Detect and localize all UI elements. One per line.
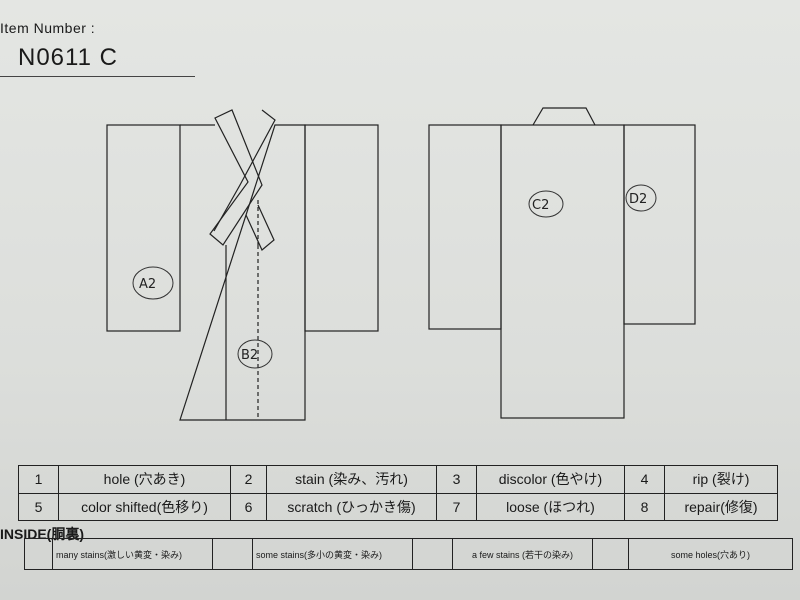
item-number-label: Item Number : [0, 20, 96, 36]
annotation-a2: A2 [139, 277, 156, 292]
front-body [179, 124, 306, 421]
legend-row: 5 color shifted(色移り) 6 scratch (ひっかき傷) 7… [18, 492, 778, 521]
inside-checkbox[interactable] [24, 538, 53, 570]
legend-desc: hole (穴あき) [58, 465, 231, 494]
legend-num: 8 [624, 492, 665, 521]
item-number-value: N0611 C [18, 44, 118, 71]
annotation-circle-c2 [528, 190, 564, 218]
inside-option: many stains(激しい黄変・染み) [52, 538, 213, 570]
legend-num: 5 [18, 492, 59, 521]
annotation-c2: C2 [532, 198, 549, 213]
annotation-circle-a2 [132, 266, 174, 300]
legend-desc: discolor (色やけ) [476, 465, 625, 494]
inside-option: a few stains (若干の染み) [452, 538, 593, 570]
back-collar [532, 107, 596, 126]
legend-num: 1 [18, 465, 59, 494]
legend-desc: rip (裂け) [664, 465, 778, 494]
legend-desc: loose (ほつれ) [476, 492, 625, 521]
inside-checkbox[interactable] [412, 538, 453, 570]
inside-condition-table: many stains(激しい黄変・染み) some stains(多小の黄変・… [24, 538, 793, 570]
legend-num: 6 [230, 492, 267, 521]
annotation-b2: B2 [241, 348, 258, 363]
item-number-underline [0, 76, 195, 77]
front-right-sleeve [304, 124, 379, 332]
annotation-circle-b2 [237, 339, 273, 369]
legend-desc: scratch (ひっかき傷) [266, 492, 437, 521]
legend-num: 3 [436, 465, 477, 494]
legend-row: 1 hole (穴あき) 2 stain (染み、汚れ) 3 discolor … [18, 465, 778, 494]
legend-num: 2 [230, 465, 267, 494]
annotation-circle-d2 [625, 184, 657, 212]
back-right-sleeve [623, 124, 696, 325]
inside-checkbox[interactable] [212, 538, 253, 570]
inside-checkbox[interactable] [592, 538, 629, 570]
legend-desc: repair(修復) [664, 492, 778, 521]
inside-row: many stains(激しい黄変・染み) some stains(多小の黄変・… [24, 538, 793, 570]
annotation-d2: D2 [629, 192, 647, 207]
legend-desc: color shifted(色移り) [58, 492, 231, 521]
inside-option: some holes(穴あり) [628, 538, 793, 570]
front-collar-right [213, 109, 276, 251]
front-left-sleeve [106, 124, 181, 332]
legend-desc: stain (染み、汚れ) [266, 465, 437, 494]
back-left-sleeve [428, 124, 502, 330]
back-body [500, 124, 625, 419]
inside-option: some stains(多小の黄変・染み) [252, 538, 413, 570]
damage-legend-table: 1 hole (穴あき) 2 stain (染み、汚れ) 3 discolor … [18, 465, 778, 521]
legend-num: 4 [624, 465, 665, 494]
legend-num: 7 [436, 492, 477, 521]
front-collar-left [209, 109, 263, 246]
